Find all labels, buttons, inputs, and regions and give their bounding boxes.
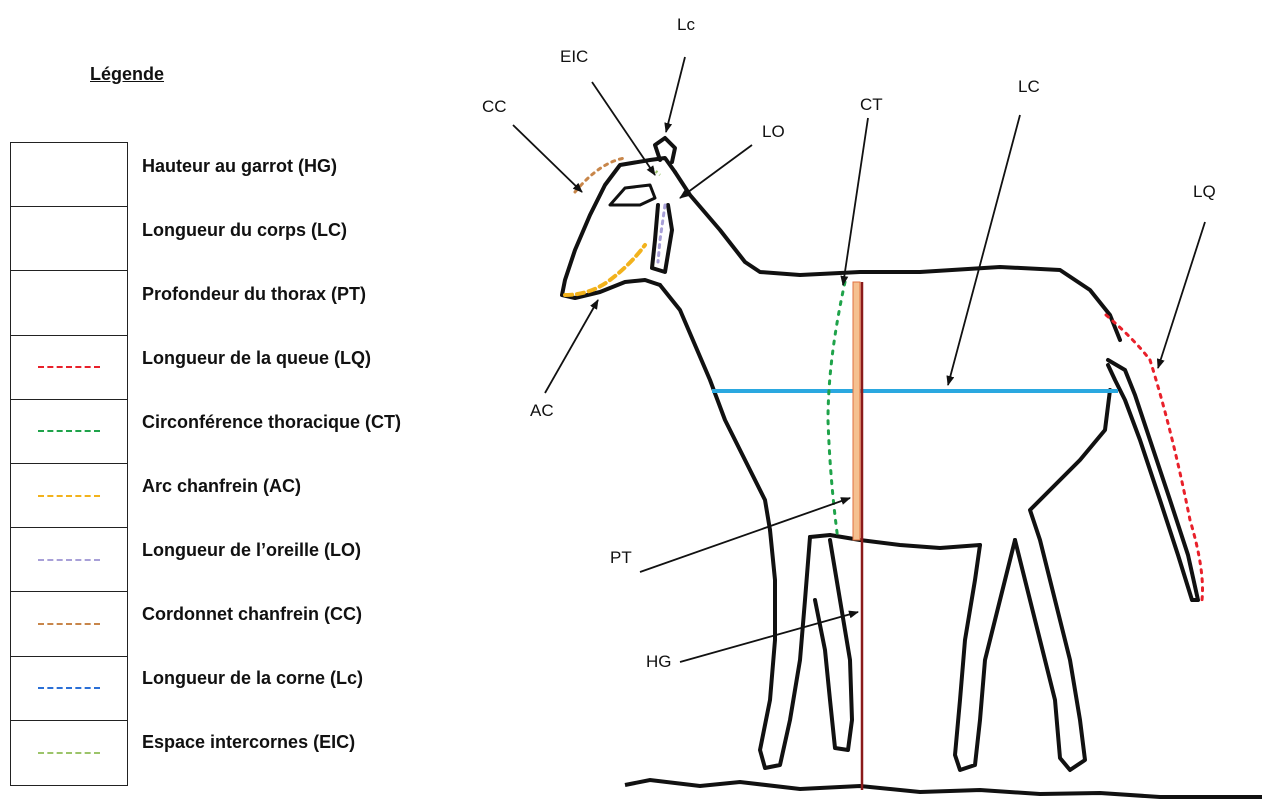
label-lc-horn: Lc bbox=[677, 15, 695, 34]
label-lc-body: LC bbox=[1018, 77, 1040, 96]
label-pt: PT bbox=[610, 548, 632, 567]
label-cc: CC bbox=[482, 97, 507, 116]
label-lq: LQ bbox=[1193, 182, 1216, 201]
nose-cord-dotted bbox=[575, 158, 625, 192]
label-eic: EIC bbox=[560, 47, 588, 66]
label-lo: LO bbox=[762, 122, 785, 141]
label-ct: CT bbox=[860, 95, 883, 114]
label-hg: HG bbox=[646, 652, 672, 671]
goat-outline bbox=[562, 138, 1198, 770]
thorax-depth-bar bbox=[853, 282, 860, 540]
ground-line bbox=[625, 780, 1262, 797]
label-ac: AC bbox=[530, 401, 554, 420]
nose-arc-dotted bbox=[565, 245, 645, 295]
